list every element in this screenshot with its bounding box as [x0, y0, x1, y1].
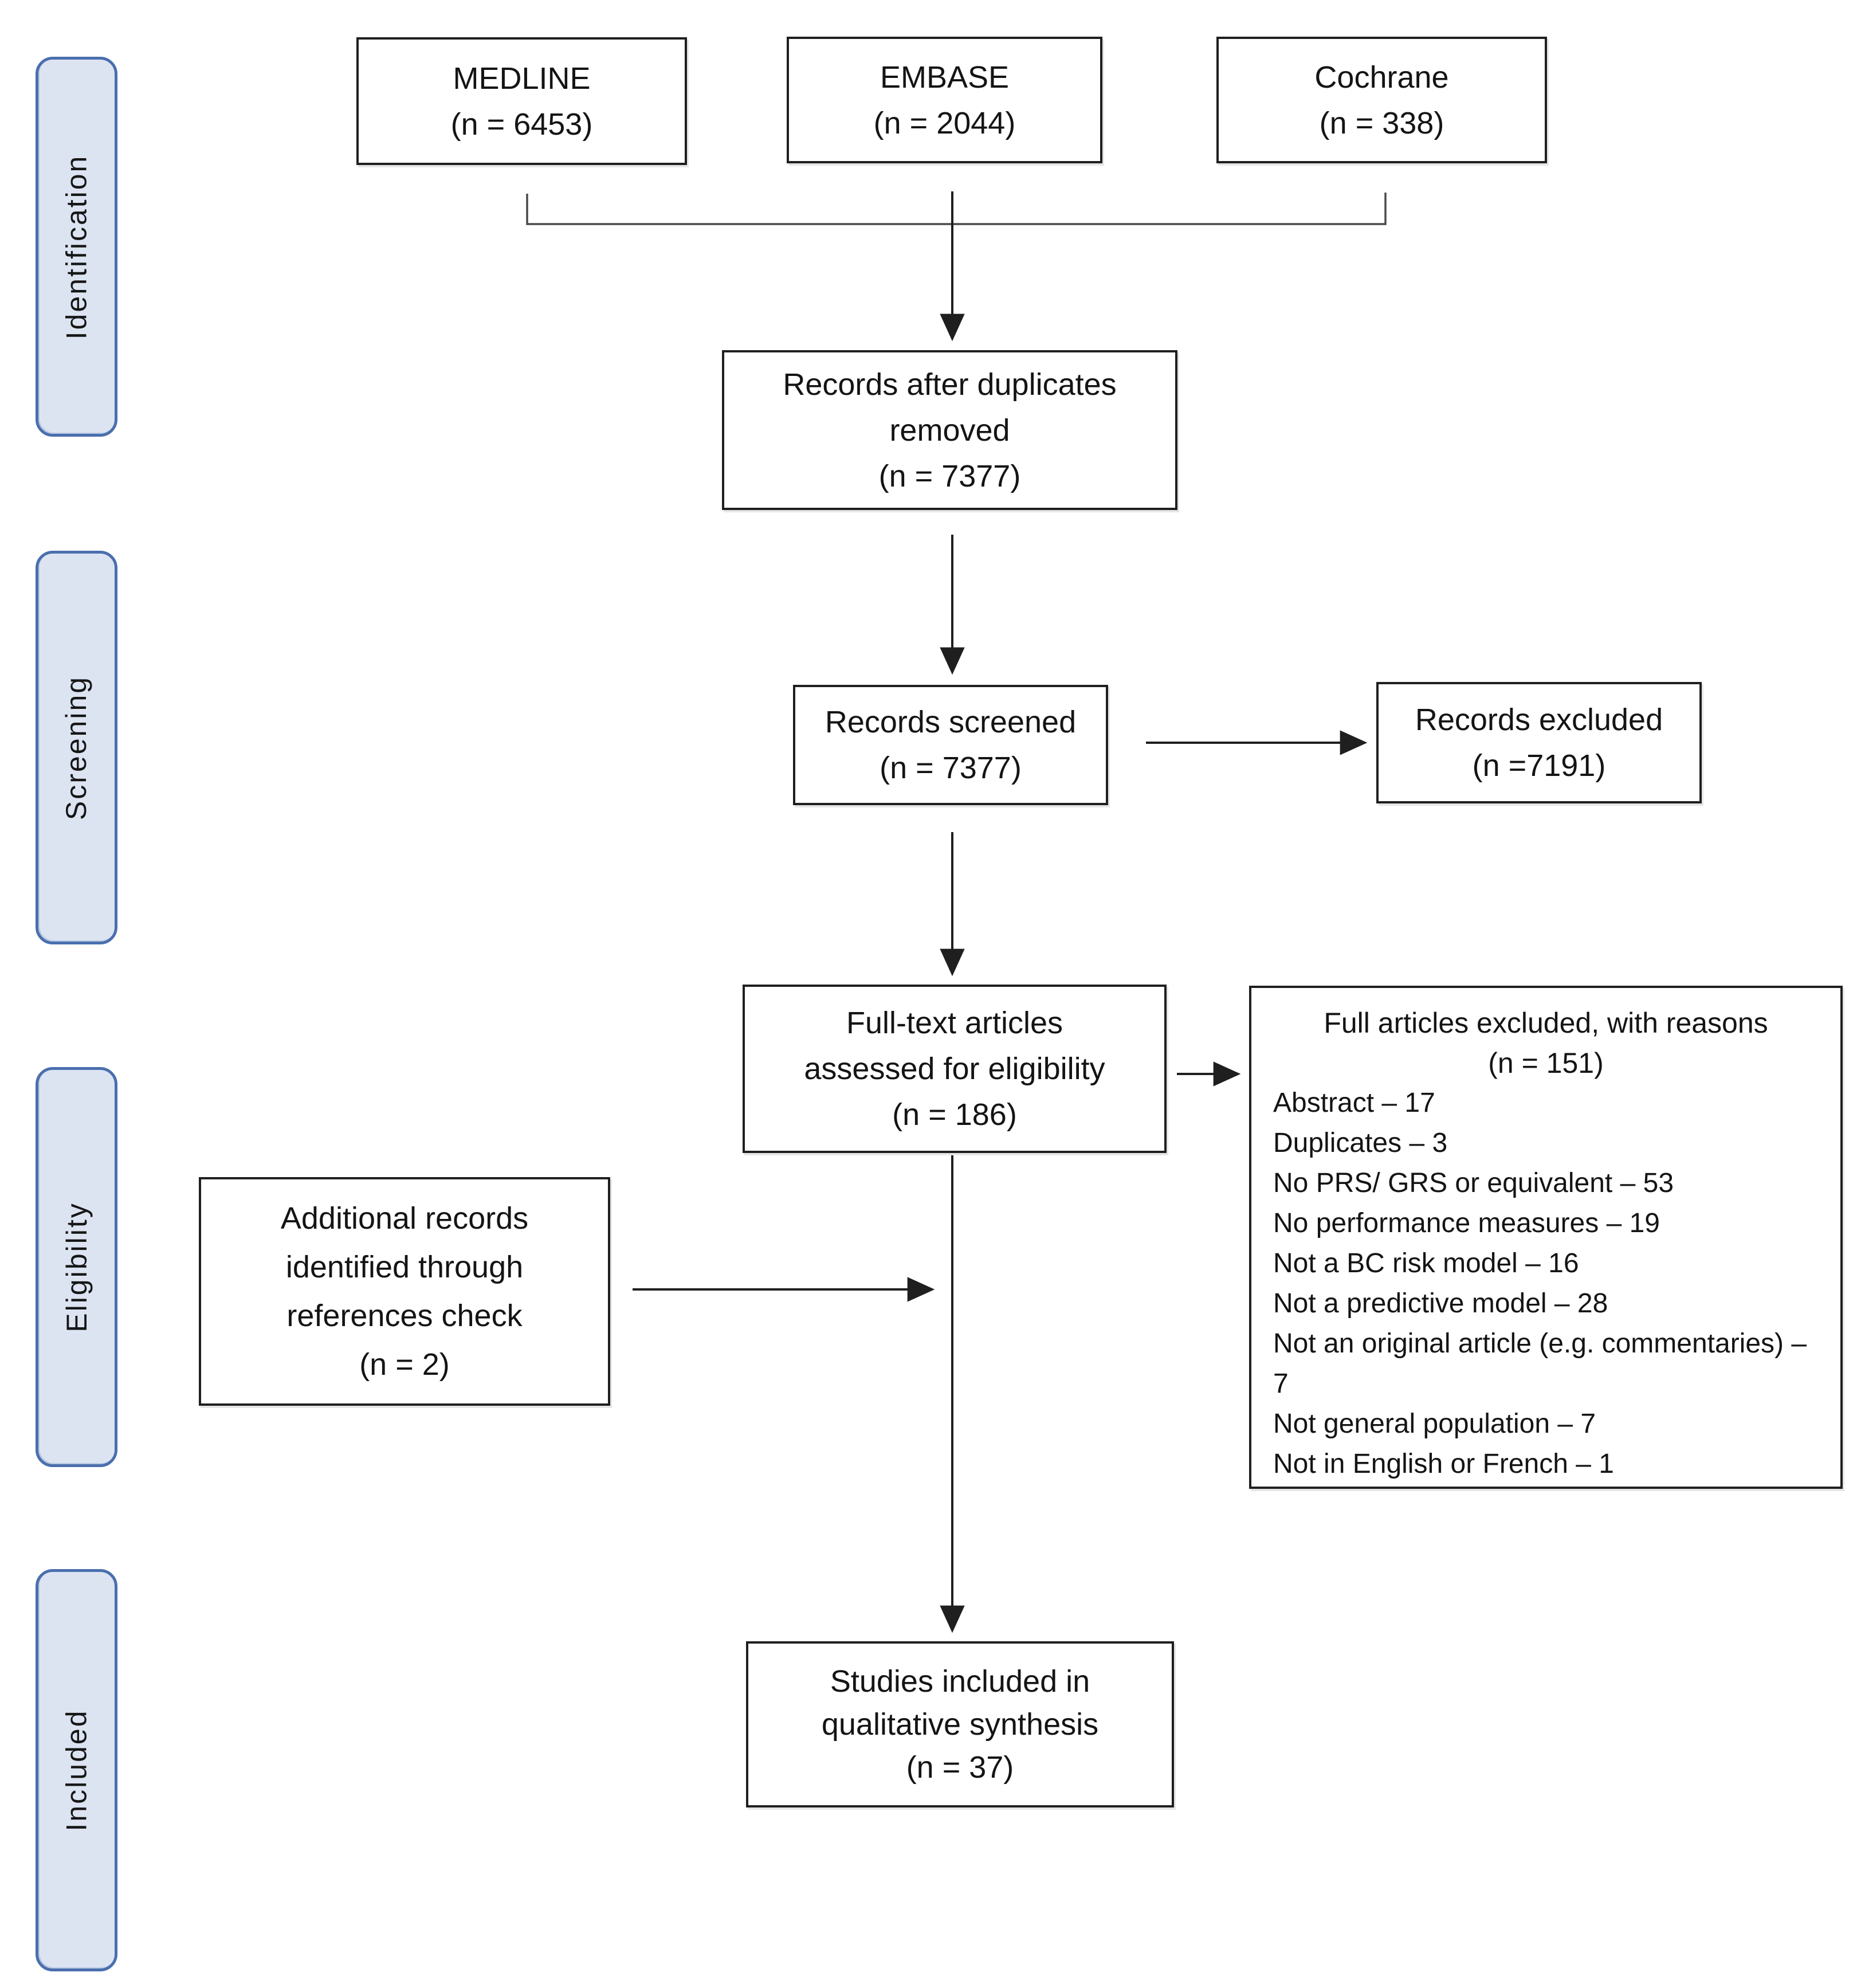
reason-item: Not an original article (e.g. commentari…	[1273, 1328, 1807, 1399]
box-cochrane-source: Cochrane (n = 338)	[1216, 37, 1547, 163]
box-records-screened: Records screened (n = 7377)	[793, 685, 1108, 805]
reason-item: Not in English or French – 1	[1273, 1449, 1614, 1479]
box-additional-records: Additional records identified through re…	[199, 1177, 610, 1406]
reasons-count: (n = 151)	[1488, 1047, 1604, 1079]
stage-included: Included	[36, 1569, 117, 1971]
excluded-line-1: Records excluded	[1415, 703, 1663, 737]
stage-screening-label: Screening	[60, 675, 93, 820]
stage-included-label: Included	[60, 1709, 93, 1832]
fulltext-line-1: Full-text articles	[846, 1006, 1063, 1040]
embase-count: (n = 2044)	[873, 105, 1016, 140]
additional-line-1: Additional records	[280, 1201, 529, 1236]
stage-eligibility: Eligibility	[36, 1067, 117, 1467]
box-embase-source: EMBASE (n = 2044)	[787, 37, 1102, 163]
additional-count: (n = 2)	[359, 1347, 450, 1382]
screened-count: (n = 7377)	[880, 751, 1022, 785]
cochrane-count: (n = 338)	[1319, 105, 1444, 140]
box-records-after-duplicates: Records after duplicates removed (n = 73…	[722, 350, 1177, 510]
fulltext-count: (n = 186)	[892, 1097, 1017, 1132]
stage-identification-label: Identification	[60, 154, 93, 339]
reason-item: No PRS/ GRS or equivalent – 53	[1273, 1168, 1674, 1198]
stage-identification: Identification	[36, 57, 117, 437]
reason-item: No performance measures – 19	[1273, 1208, 1660, 1238]
additional-line-2: identified through	[285, 1249, 524, 1284]
studies-line-2: qualitative synthesis	[821, 1707, 1099, 1742]
studies-count: (n = 37)	[906, 1750, 1014, 1785]
stage-screening: Screening	[36, 551, 117, 944]
box-fulltext-excluded-reasons: Full articles excluded, with reasons (n …	[1249, 986, 1843, 1489]
duplicates-line-2: removed	[889, 413, 1010, 448]
box-records-excluded: Records excluded (n =7191)	[1376, 682, 1702, 803]
reasons-title: Full articles excluded, with reasons	[1324, 1007, 1768, 1039]
studies-line-1: Studies included in	[830, 1664, 1090, 1699]
merge-bracket-line	[526, 193, 1387, 225]
reason-item: Duplicates – 3	[1273, 1128, 1448, 1158]
reason-item: Not a BC risk model – 16	[1273, 1248, 1579, 1279]
reason-item: Abstract – 17	[1273, 1088, 1435, 1118]
reason-item: Not general population – 7	[1273, 1409, 1596, 1439]
medline-name: MEDLINE	[453, 61, 591, 96]
screened-line-1: Records screened	[825, 705, 1077, 739]
excluded-count: (n =7191)	[1472, 748, 1606, 783]
medline-count: (n = 6453)	[450, 107, 593, 142]
duplicates-line-1: Records after duplicates	[783, 367, 1117, 402]
embase-name: EMBASE	[880, 60, 1010, 95]
stage-eligibility-label: Eligibility	[60, 1202, 93, 1332]
duplicates-count: (n = 7377)	[878, 458, 1021, 493]
box-medline-source: MEDLINE (n = 6453)	[356, 37, 687, 165]
fulltext-line-2: assessed for eligibility	[804, 1052, 1105, 1086]
box-fulltext-assessed: Full-text articles assessed for eligibil…	[743, 985, 1167, 1153]
cochrane-name: Cochrane	[1314, 60, 1449, 95]
additional-line-3: references check	[286, 1298, 523, 1333]
box-studies-included: Studies included in qualitative synthesi…	[746, 1641, 1174, 1807]
reason-item: Not a predictive model – 28	[1273, 1288, 1608, 1319]
